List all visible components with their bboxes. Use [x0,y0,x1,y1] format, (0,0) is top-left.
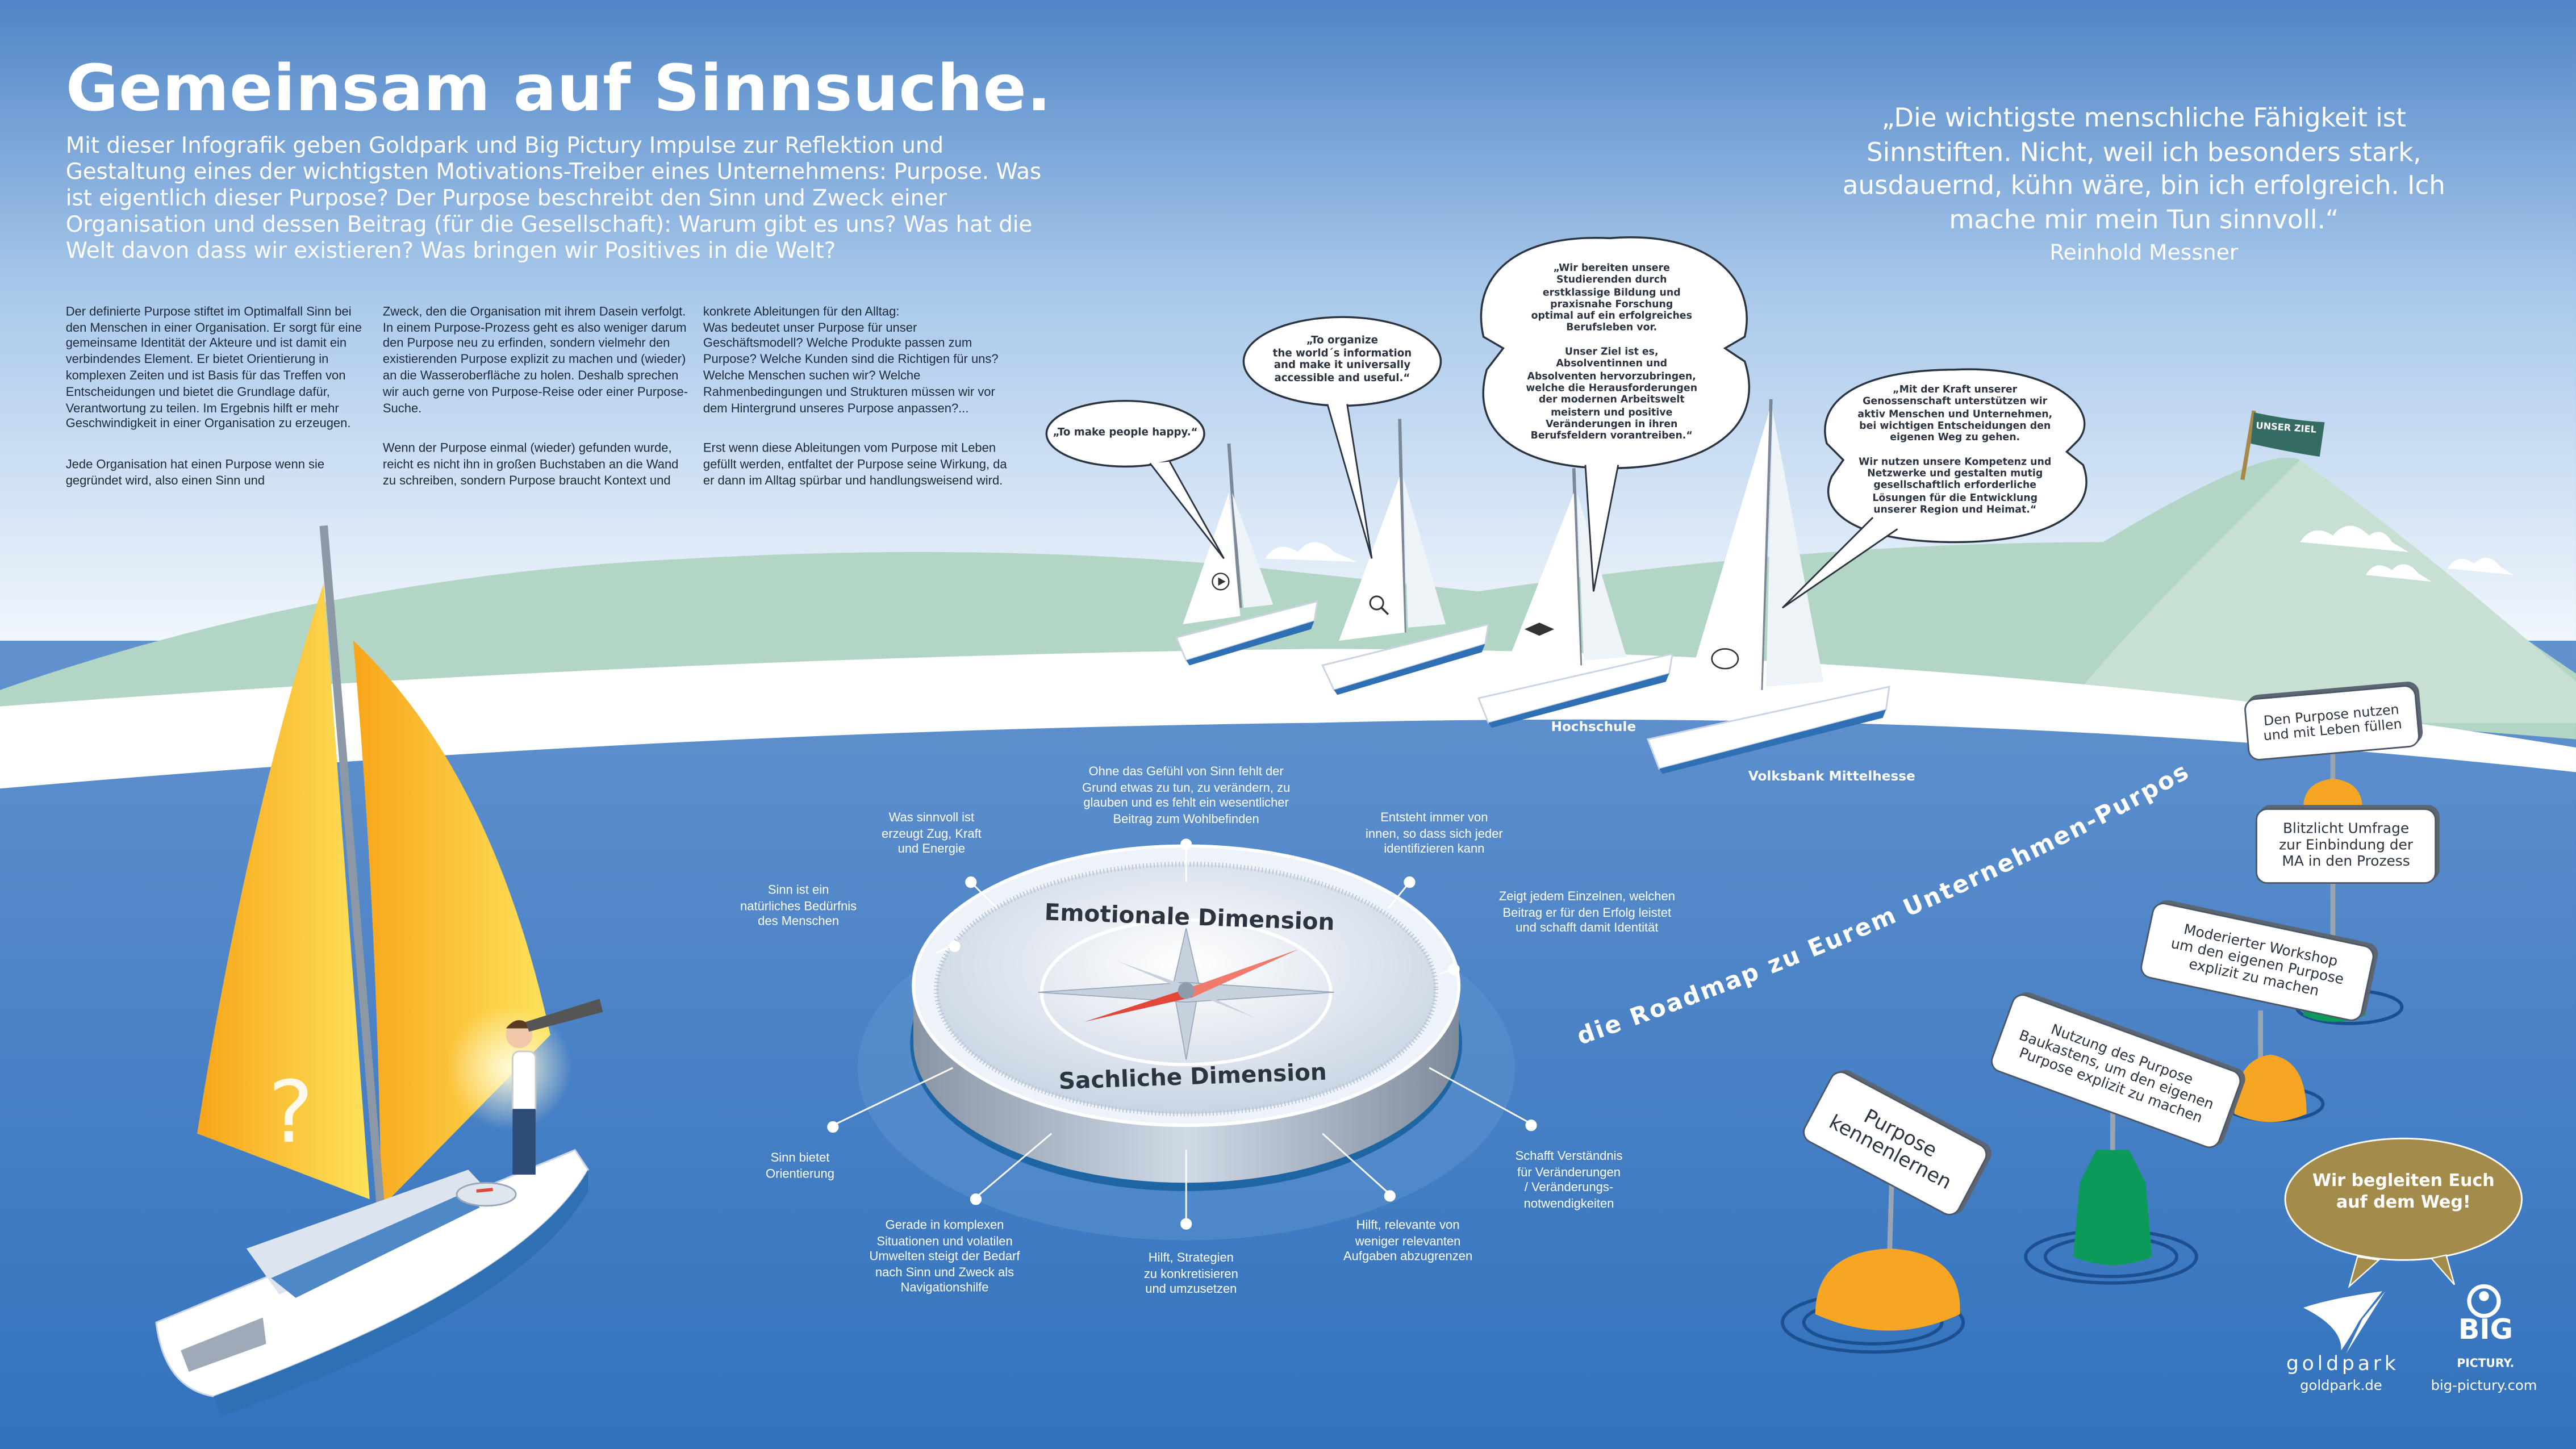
body-paragraph: Jede Organisation hat einen Purpose wenn… [65,456,325,488]
bubble-text-hochschule: „Wir bereiten unsere Studierenden durch … [1526,262,1698,442]
big-sailboat [155,525,603,1417]
graduation-cap-icon [1524,623,1555,636]
goldpark-url[interactable]: goldpark.de [2300,1376,2382,1393]
bigpictury-logo [2467,1284,2501,1318]
boat-label-disney: Disney [1228,663,1279,679]
body-paragraph: konkrete Ableitungen für den Alltag: Was… [703,303,999,415]
person-with-telescope [506,999,603,1175]
compass-label: Sinn bietet Orientierung [766,1150,834,1181]
boat-label-hochschule: Hochschule [1551,719,1636,734]
body-column-3: konkrete Ableitungen für den Alltag: Was… [703,287,1009,513]
question-mark: ? [268,1063,314,1162]
compass-label: Hilft, Strategien zu konkretisieren und … [1143,1250,1238,1297]
piggy-bank-icon [1711,648,1739,670]
quote-text: „Die wichtigste menschliche Fähigkeit is… [1842,103,2445,235]
compass [827,838,1537,1241]
boat-label-google: Google [1388,686,1441,701]
bubble-text-google: „To organize the world´s information and… [1272,335,1412,385]
compass-label: Entsteht immer von innen, so dass sich j… [1366,809,1503,857]
quote-author: Reinhold Messner [2049,241,2239,266]
body-column-2: Zweck, den die Organisation mit ihrem Da… [383,287,688,513]
compass-label: Was sinnvoll ist erzeugt Zug, Kraft und … [881,809,982,857]
compass-label: Sinn ist ein natürliches Bedürfnis des M… [740,882,857,929]
bubble-volksbank [1824,368,2087,544]
body-column-1: Der definierte Purpose stiftet im Optima… [66,287,371,513]
body-paragraph: Erst wenn diese Ableitungen vom Purpose … [703,440,1007,488]
compass-label: Schafft Verständnis für Veränderungen / … [1515,1148,1623,1210]
bigpictury-url[interactable]: big-pictury.com [2431,1376,2537,1393]
bigpictury-wordmark-bottom: PICTURY. [2457,1356,2515,1371]
boat-disney [1175,443,1319,666]
bubble-disney [1045,399,1205,468]
bigpictury-wordmark-top: BIG [2458,1314,2513,1347]
goal-flag [2251,412,2325,457]
body-paragraph: Zweck, den die Organisation mit ihrem Da… [382,303,688,415]
bubble-text-disney: „To make people happy.“ [1053,427,1198,439]
search-icon [1369,595,1384,611]
page-title: Gemeinsam auf Sinnsuche. [65,52,1051,127]
body-paragraph: Wenn der Purpose einmal (wieder) gefunde… [382,440,679,488]
roadmap-step-4: Blitzlicht Umfrage zur Einbindung der MA… [2255,808,2437,884]
compass-label: Zeigt jedem Einzelnen, welchen Beitrag e… [1498,888,1675,936]
horizon [0,649,2576,789]
body-paragraph: Der definierte Purpose stiftet im Optima… [65,303,362,431]
clouds [1264,525,2514,582]
compass-label: Ohne das Gefühl von Sinn fehlt der Grund… [1082,763,1291,826]
cta-bubble [2284,1137,2523,1261]
boat-label-volksbank: Volksbank Mittelhesse [1748,769,1915,784]
cta-text: Wir begleiten Euch auf dem Weg! [2312,1171,2495,1213]
intro-paragraph: Mit dieser Infografik geben Goldpark und… [65,135,1042,265]
compass-label: Hilft, relevante von weniger relevanten … [1343,1217,1473,1264]
bubble-text-volksbank: „Mit der Kraft unserer Genossenschaft un… [1857,384,2053,516]
compass-label: Gerade in komplexen Situationen und vola… [869,1217,1020,1296]
goldpark-wordmark: goldpark [2286,1352,2399,1375]
